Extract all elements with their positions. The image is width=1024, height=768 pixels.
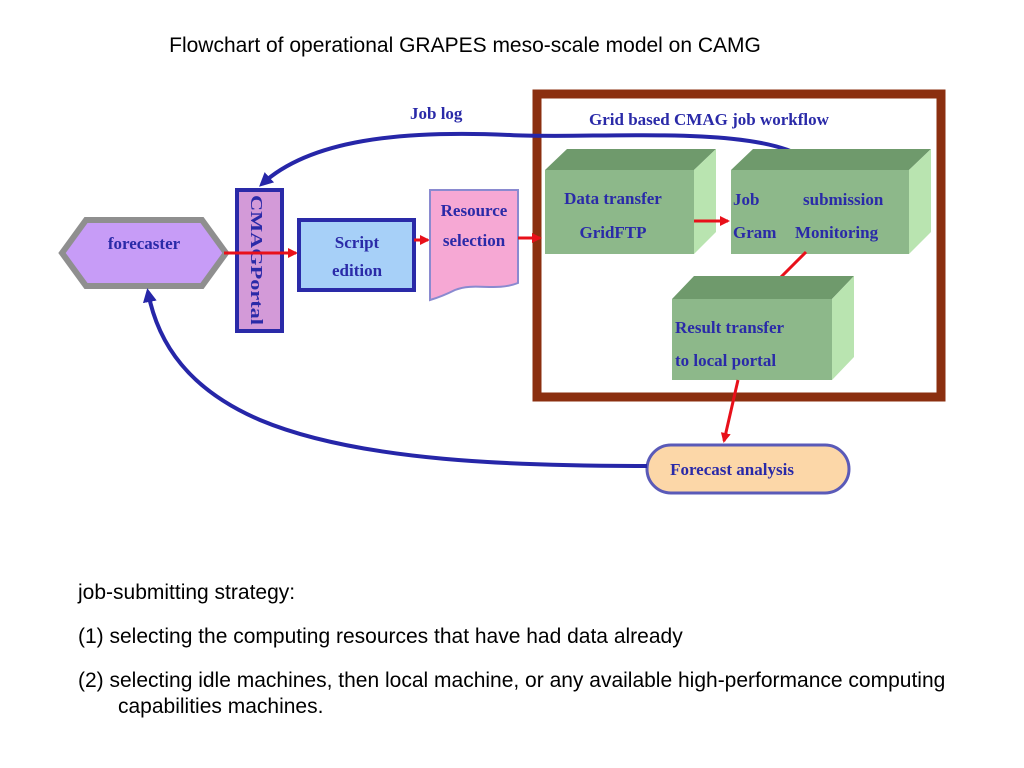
job-line2-a: Gram (733, 223, 776, 242)
job-line1-b: submission (803, 190, 884, 209)
workflow-title: Grid based CMAG job workflow (589, 110, 830, 129)
data-transfer-line1: Data transfer (564, 189, 662, 208)
notes-item-1: (1) selecting the computing resources th… (78, 625, 683, 648)
resource-line1: Resource (441, 201, 508, 220)
job-log-label: Job log (410, 104, 463, 123)
script-line1: Script (335, 233, 380, 252)
forecaster-label: forecaster (108, 234, 181, 253)
forecaster-node: forecaster (58, 217, 230, 289)
job-line1-a: Job (733, 190, 759, 209)
job-submission-node: Job submission Gram Monitoring (731, 149, 931, 254)
cmag-portal-node: CMAGPortal (235, 188, 284, 333)
data-transfer-node: Data transfer GridFTP (545, 149, 716, 254)
result-transfer-node: Result transfer to local portal (672, 276, 854, 380)
script-edition-node: Script edition (297, 218, 416, 292)
forecast-analysis-node: Forecast analysis (645, 443, 851, 495)
cmag-portal-label: CMAGPortal (247, 195, 266, 325)
result-analysis-arrow (720, 379, 740, 443)
job-line2-b: Monitoring (795, 223, 879, 242)
resource-selection-node: Resource selection (429, 189, 519, 302)
notes-heading: job-submitting strategy: (78, 581, 296, 604)
result-line1: Result transfer (675, 318, 785, 337)
forecast-analysis-label: Forecast analysis (670, 460, 794, 479)
job-log-arrow (259, 131, 820, 187)
resource-line2: selection (443, 231, 506, 250)
strategy-notes: job-submitting strategy: (1) selecting t… (78, 580, 958, 738)
analysis-forecaster-arrow (142, 288, 648, 468)
notes-item-2: (2) selecting idle machines, then local … (78, 669, 946, 718)
flowchart: Grid based CMAG job workflow Job log for… (58, 89, 946, 495)
page-title: Flowchart of operational GRAPES meso-sca… (169, 34, 761, 57)
workflow-frame (532, 89, 946, 402)
result-line2: to local portal (675, 351, 776, 370)
data-transfer-line2: GridFTP (579, 223, 646, 242)
script-line2: edition (332, 261, 383, 280)
